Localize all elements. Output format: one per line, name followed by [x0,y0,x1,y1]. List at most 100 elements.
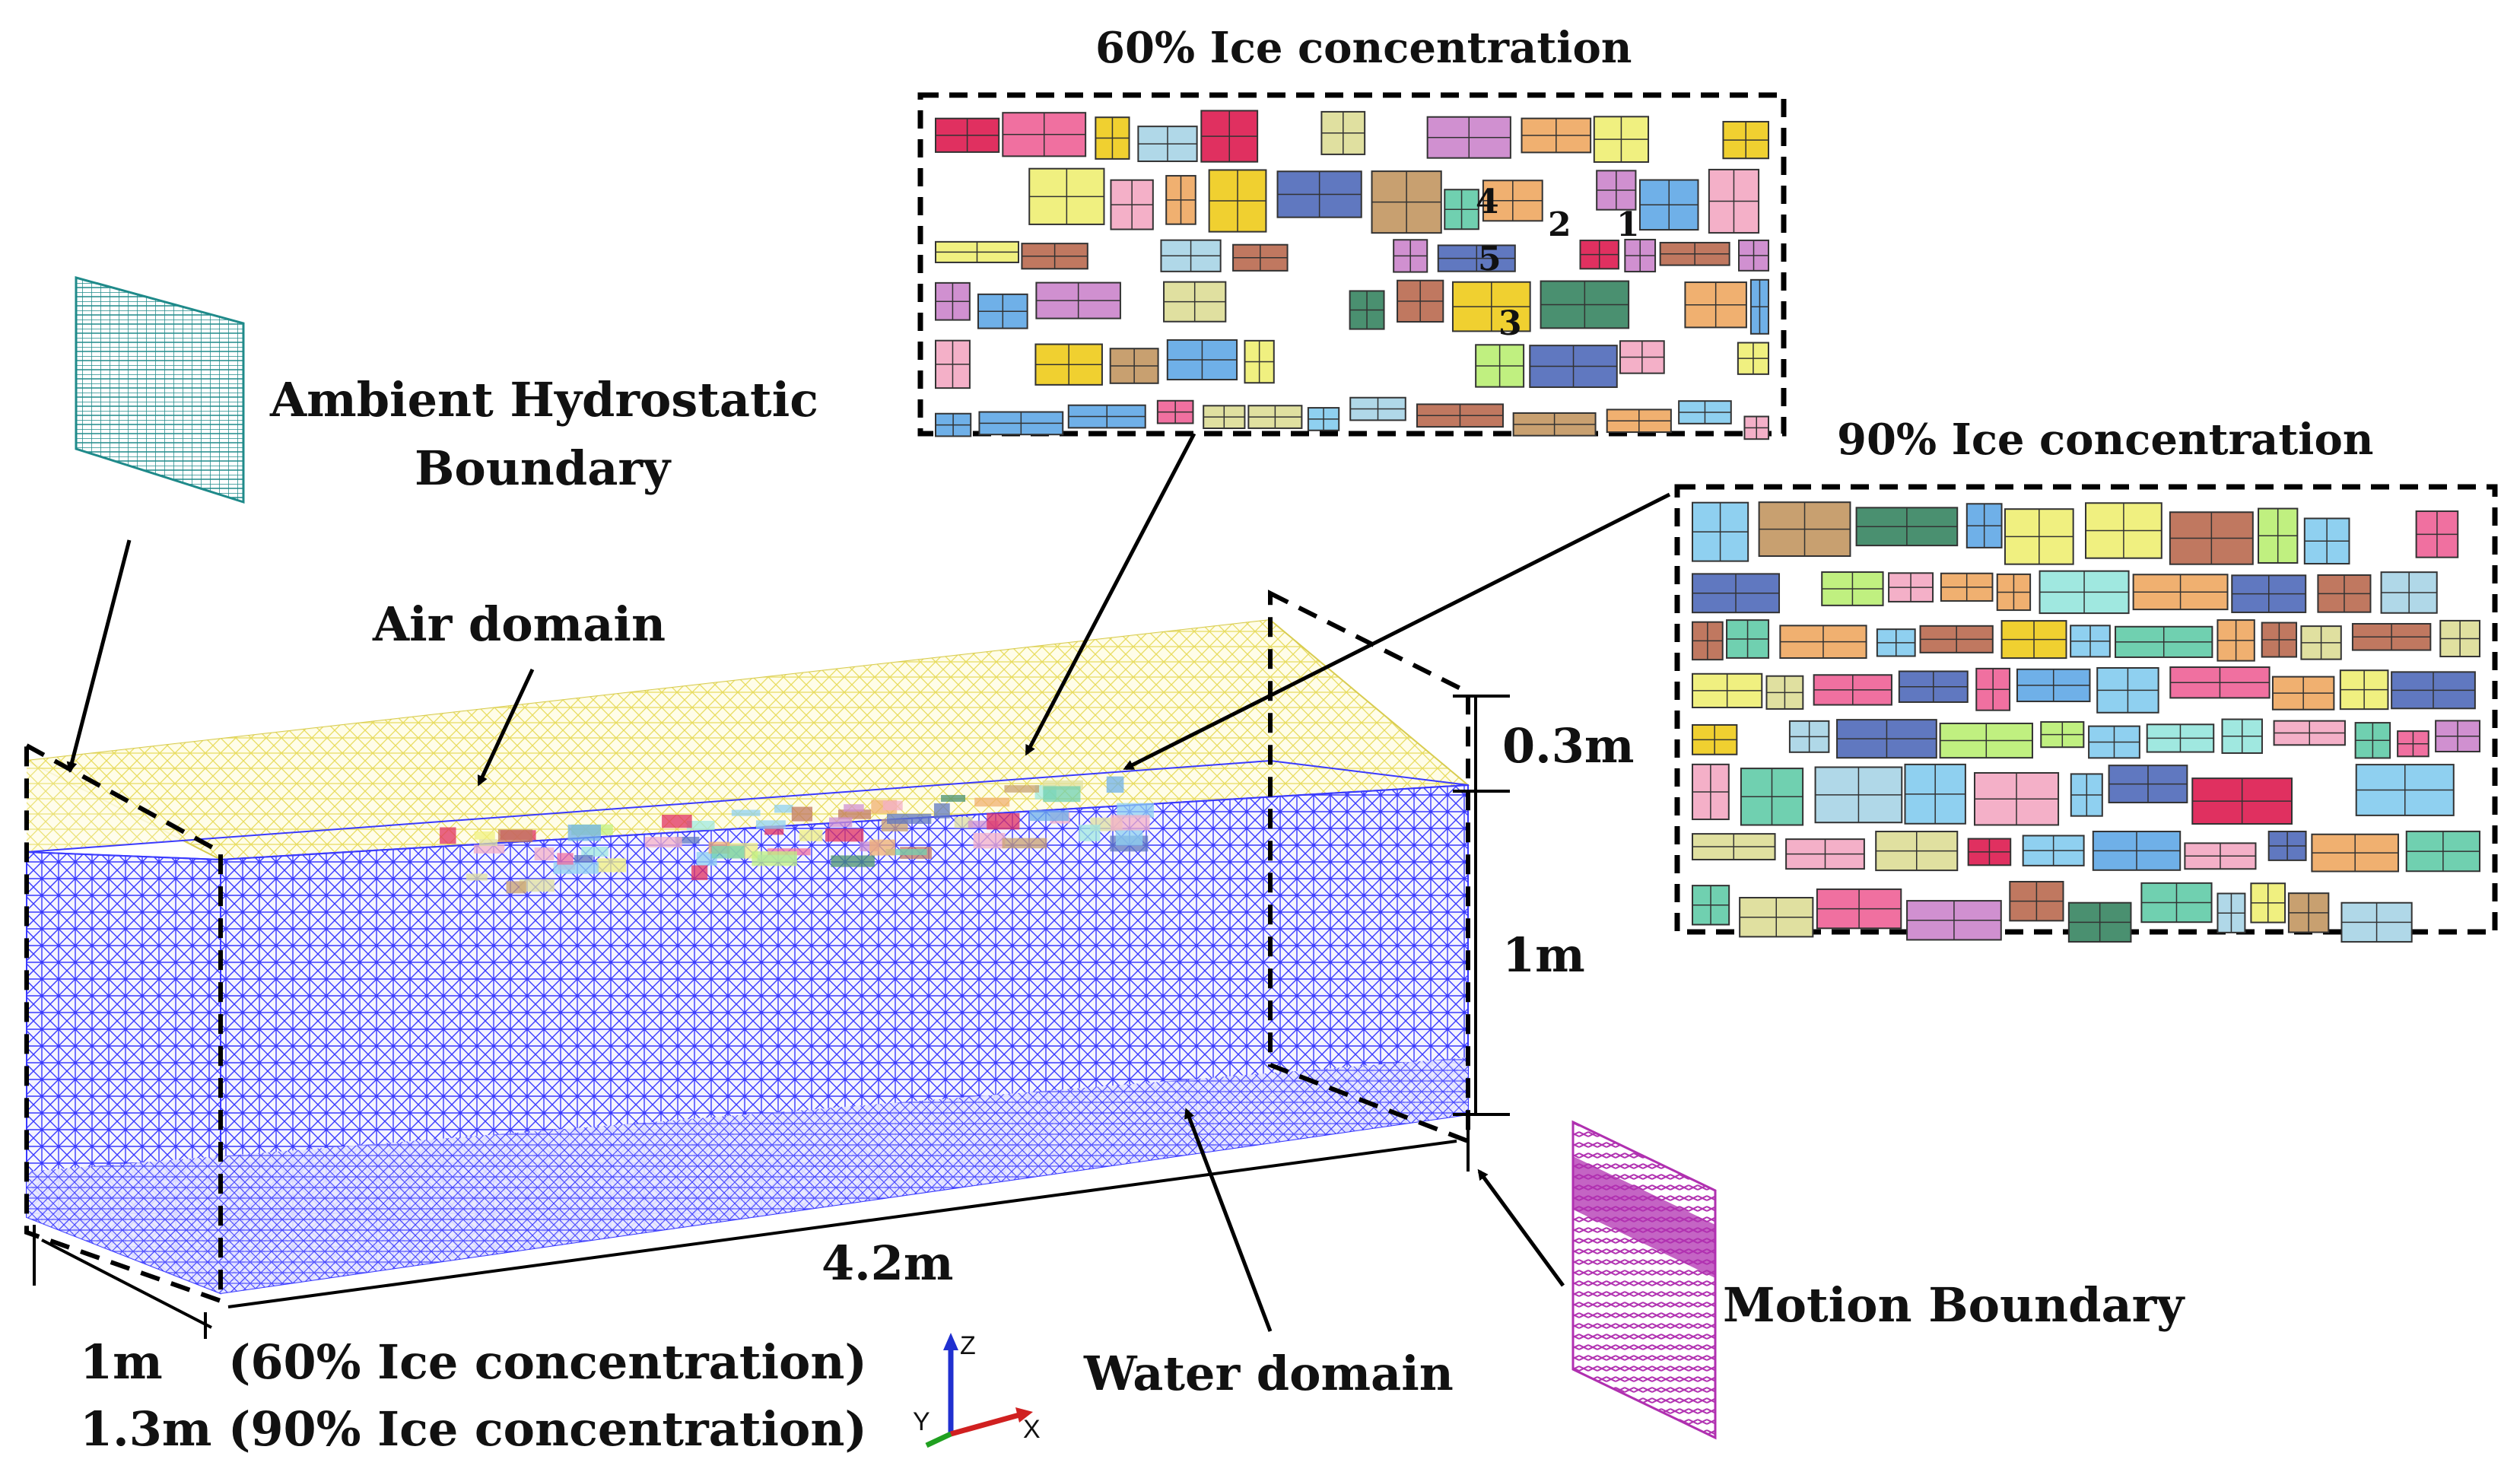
surface-floe [553,862,599,874]
ice-floe [2231,574,2307,613]
ice-floe [1232,243,1289,272]
ice-floe [1349,396,1406,421]
ice-floe [1371,170,1442,234]
ice-floe [1451,281,1531,332]
ice-floe [1163,281,1227,323]
ice-floe [1397,279,1444,323]
ice-floe [1821,571,1884,606]
ice-floe [1638,179,1699,231]
ice-floe [2435,720,2481,753]
surface-floe [791,806,813,822]
surface-floe [1043,786,1081,803]
ice-floe [1888,572,1934,602]
floe-number-1: 1 [1616,205,1640,244]
ice-floe [1919,625,1994,653]
surface-floe [869,839,895,856]
ice-floe [1740,768,1804,826]
ice-floe [1203,405,1246,429]
axis-z-head [943,1333,958,1350]
ice-floe [1692,501,1749,562]
ice-floe [1166,339,1238,381]
ice-floe [1967,838,2012,866]
surface-floe [1079,825,1101,841]
ice-floe [1904,763,1966,825]
surface-floe [474,831,495,840]
surface-floe [885,849,927,856]
ice-floe [1244,339,1275,384]
floe-number-4: 4 [1476,183,1499,221]
surface-floe [597,858,627,873]
width-60-value: 1m [80,1334,163,1390]
surface-floe [1117,803,1154,818]
surface-floe [506,881,526,894]
ice-floe [1035,281,1121,320]
surface-floe [691,865,708,880]
surface-floe [686,821,715,831]
ice-floe [2311,833,2399,873]
surface-floe [581,846,609,857]
inset-90-ice [1674,484,2498,943]
surface-floe [1106,776,1124,793]
ice-floe [1692,763,1730,821]
ice-floe [2258,507,2299,564]
ice-floe [1726,619,1770,659]
ice-floe [1606,409,1672,434]
ice-floes-on-surface [440,776,1154,894]
surface-floe [1115,829,1143,846]
ice-floe [2004,508,2074,565]
ice-floe [1416,403,1504,428]
ice-floe [1814,766,1903,824]
ice-floe [2169,666,2271,699]
ice-floe [1678,400,1732,424]
ice-floe [1156,399,1194,424]
surface-floe [731,809,761,816]
ice-floe [1034,343,1103,386]
width-90-value: 1.3m [80,1401,212,1457]
ice-floe [2439,619,2481,658]
motion-boundary-label: Motion Boundary [1723,1277,2185,1333]
ice-floe [1692,833,1776,860]
surface-floe [974,797,1010,807]
air-height-label: 0.3m [1502,718,1635,774]
ice-floe [1208,169,1267,233]
surface-floe [887,813,932,824]
annotation-arrows [66,432,1671,1332]
ice-floe [2271,676,2335,711]
ice-floe [1973,771,2060,826]
ice-floe [1816,888,1902,930]
ice-floe [1940,572,1994,602]
ice-floe [2405,830,2480,873]
ice-floe [2340,901,2413,943]
ice-floe [2191,777,2293,825]
ice-floe [2354,722,2391,759]
surface-floe [711,846,745,859]
ice-floe [2267,830,2307,861]
ice-floe [2146,723,2215,753]
arrow-ambient [66,539,132,773]
axis-x-head [1015,1407,1033,1423]
ice-floe [1684,281,1747,329]
surface-floe [1002,838,1047,849]
motion-boundary-dense-band [1573,1156,1715,1278]
surface-floe [466,873,488,881]
axis-z-label: Z [960,1331,976,1360]
ice-floe [2092,831,2182,871]
ice-floe [2261,622,2298,658]
ice-floe [1939,722,2033,759]
ice-floe [1529,345,1618,388]
ice-floe [1692,885,1730,926]
ice-floe [2070,773,2103,817]
width-60-note: (60% Ice concentration) [228,1334,867,1390]
ice-floe [1975,667,2011,711]
surface-floe [473,844,505,854]
ice-floe [1349,290,1385,330]
ice-floe [935,117,1000,153]
length-dimension-label: 4.2m [821,1235,954,1291]
ice-floe [2132,574,2229,611]
ice-floe [1160,239,1222,272]
surface-floe [838,809,872,819]
water-domain-floor-mesh [27,1057,1468,1293]
surface-floe [567,824,601,841]
